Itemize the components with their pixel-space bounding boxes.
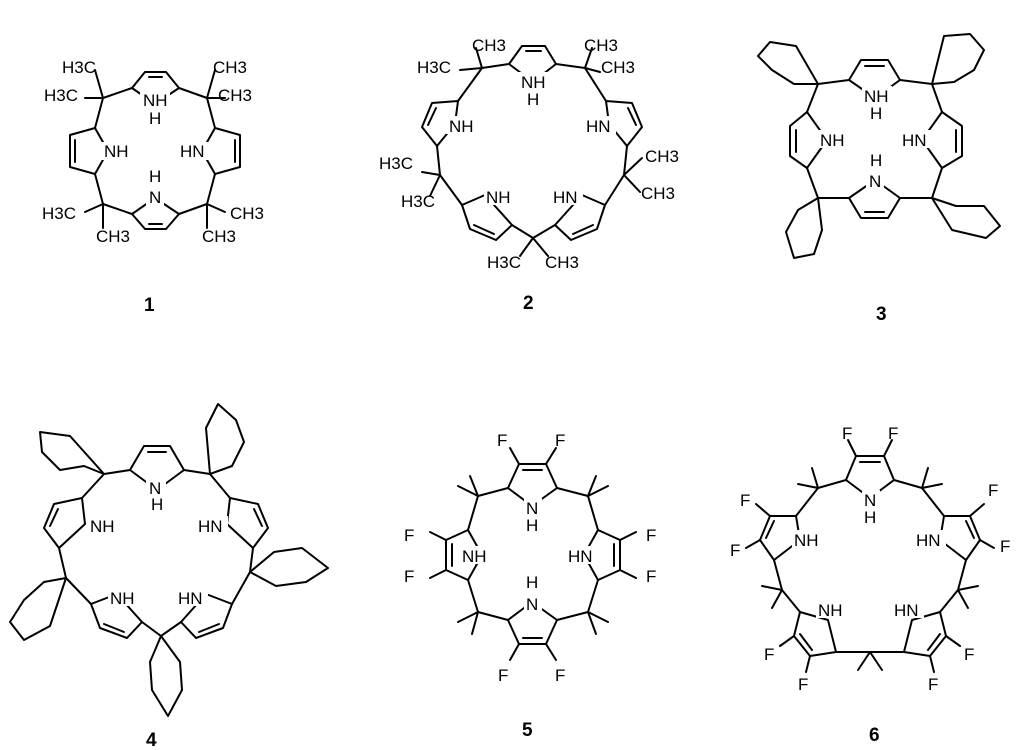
compound-4-number: 4 [146, 730, 157, 750]
atom-label: F [798, 675, 808, 694]
atom-label: NH [864, 87, 889, 106]
atom-label: F [988, 481, 998, 500]
compound-3-atom-labels: NH H NH HN H N [818, 86, 932, 191]
atom-label: F [497, 431, 507, 450]
compound-6-number: 6 [869, 725, 880, 746]
atom-label: F [404, 526, 414, 545]
atom-label: CH3 [213, 58, 247, 77]
atom-label: NH [462, 547, 487, 566]
atom-label: H3C [62, 58, 96, 77]
compound-1-structure [69, 69, 241, 230]
atom-label: HN [553, 188, 578, 207]
atom-label: NH [486, 188, 511, 207]
atom-label: H [870, 104, 882, 123]
atom-label: HN [568, 547, 593, 566]
atom-label: CH3 [601, 58, 635, 77]
compound-1-atom-labels: H3C CH3 H3C CH3 NH H NH HN H N H3C CH3 C… [42, 58, 264, 246]
compound-4-structure [9, 403, 329, 717]
atom-label: CH3 [230, 204, 264, 223]
atom-label: CH3 [584, 36, 618, 55]
atom-label: H [870, 151, 882, 170]
atom-label: NH [449, 117, 474, 136]
atom-label: F [555, 431, 565, 450]
atom-label: F [888, 424, 898, 443]
atom-label: CH3 [472, 36, 506, 55]
atom-label: H [526, 516, 538, 535]
atom-label: F [498, 666, 508, 685]
atom-label: H [527, 90, 539, 109]
compound-6-atom-labels: F F N H F F NH HN F F NH HN F F F F [730, 424, 1010, 694]
compound-6-structure [745, 439, 995, 673]
atom-label: F [740, 491, 750, 510]
atom-label: CH3 [202, 227, 236, 246]
atom-label: H [526, 573, 538, 592]
atom-label: CH3 [641, 184, 675, 203]
atom-label: F [404, 567, 414, 586]
atom-label: NH [90, 517, 115, 536]
compound-5-atom-labels: F F N H F F NH HN F F H N F F [404, 431, 656, 685]
atom-label: N [869, 172, 881, 191]
atom-label: N [526, 499, 538, 518]
atom-label: CH3 [545, 253, 579, 272]
atom-label: NH [143, 91, 168, 110]
atom-label: CH3 [96, 227, 130, 246]
atom-label: CH3 [645, 147, 679, 166]
atom-label: H3C [487, 253, 521, 272]
compound-2-atom-labels: CH3 CH3 H3C CH3 NH H NH HN H3C CH3 H3C C… [379, 36, 679, 272]
atom-label: HN [198, 517, 223, 536]
atom-label: H [864, 508, 876, 527]
atom-label: NH [521, 73, 546, 92]
compound-2-number: 2 [523, 293, 534, 314]
atom-label: H3C [379, 154, 413, 173]
compound-4-atom-labels: H N NH HN NH HN [88, 478, 228, 608]
atom-label: H3C [44, 86, 78, 105]
compound-3-structure [757, 33, 1001, 259]
atom-label: NH [820, 131, 845, 150]
atom-label: CH3 [218, 86, 252, 105]
atom-label: F [646, 526, 656, 545]
atom-label: H [149, 109, 161, 128]
atom-label: HN [180, 142, 205, 161]
atom-label: N [149, 188, 161, 207]
atom-label: H3C [417, 58, 451, 77]
compound-1-number: 1 [144, 295, 155, 316]
atom-label: HN [902, 131, 927, 150]
compound-3-number: 3 [876, 304, 887, 325]
atom-label: F [1000, 537, 1010, 556]
atom-label: H [151, 495, 163, 514]
atom-label: N [149, 479, 161, 498]
compound-5-structure [429, 447, 637, 661]
atom-label: HN [916, 531, 941, 550]
atom-label: NH [104, 142, 129, 161]
atom-label: F [842, 424, 852, 443]
atom-label: F [646, 567, 656, 586]
atom-label: F [964, 645, 974, 664]
atom-label: F [928, 675, 938, 694]
atom-label: NH [110, 589, 135, 608]
atom-label: HN [178, 589, 203, 608]
atom-label: NH [818, 601, 843, 620]
atom-label: H [149, 167, 161, 186]
atom-label: H3C [401, 192, 435, 211]
atom-label: N [526, 595, 538, 614]
atom-label: N [864, 491, 876, 510]
atom-label: F [764, 645, 774, 664]
atom-label: HN [894, 601, 919, 620]
compound-2-structure [421, 45, 643, 257]
atom-label: NH [794, 531, 819, 550]
atom-label: HN [586, 117, 611, 136]
atom-label: F [555, 666, 565, 685]
atom-label: F [730, 541, 740, 560]
compound-5-number: 5 [522, 720, 533, 741]
atom-label: H3C [42, 204, 76, 223]
